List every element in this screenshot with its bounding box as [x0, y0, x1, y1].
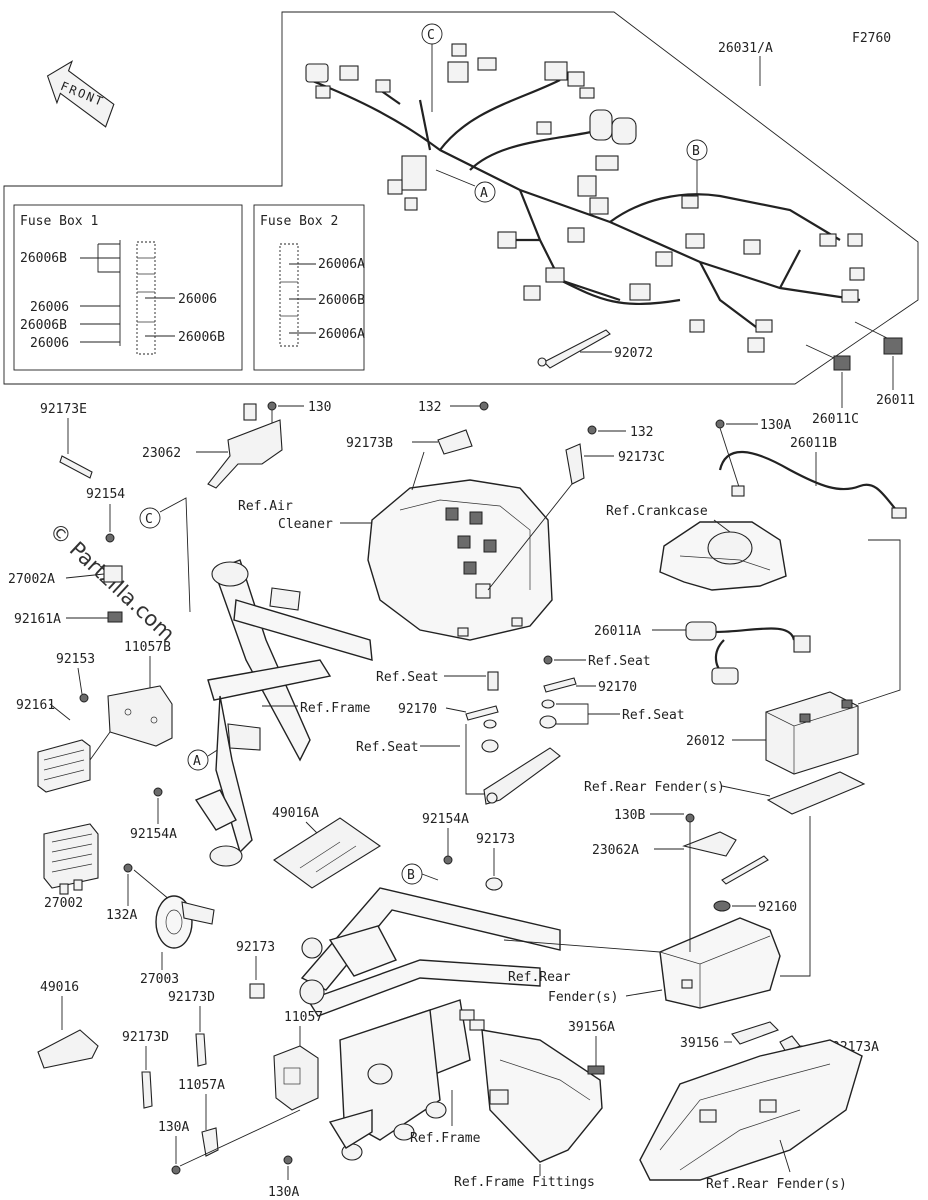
callout-a-top: A [435, 169, 496, 203]
main-wiring-harness [305, 43, 865, 353]
label-132-b: 132 [630, 425, 653, 440]
battery-26012 [765, 691, 859, 775]
label-11057A: 11057A [178, 1078, 225, 1093]
label-92161: 92161 [16, 698, 55, 713]
fuse2-label-26006B: 26006B [318, 293, 365, 308]
label-92154A-left: 92154A [130, 827, 177, 842]
label-39156A: 39156A [568, 1020, 615, 1035]
label-92173D-a: 92173D [168, 990, 215, 1005]
label-92173C: 92173C [618, 450, 665, 465]
label-11057B: 11057B [124, 640, 171, 655]
svg-text:B: B [407, 868, 415, 883]
label-26011B: 26011B [790, 436, 837, 451]
label-ref-seat-1: Ref.Seat [376, 670, 439, 685]
label-49016A: 49016A [272, 806, 319, 821]
fuse-box-2: Fuse Box 2 26006A 26006B 26006A [253, 204, 365, 371]
label-ref-rear-fender-1: Ref.Rear Fender(s) [584, 780, 725, 795]
label-23062: 23062 [142, 446, 181, 461]
rear-fender-ref [639, 1039, 863, 1181]
label-27002A: 27002A [8, 572, 55, 587]
label-ref-seat-4: Ref.Seat [356, 740, 419, 755]
regulator-27002 [43, 823, 99, 895]
label-132-a: 132 [418, 400, 441, 415]
air-cleaner-housing [367, 479, 553, 641]
label-ref-rear-fender-2a: Ref.Rear [508, 970, 571, 985]
fuse2-label-26006A-a: 26006A [318, 257, 365, 272]
fuse1-label-26006B-b: 26006B [20, 318, 67, 333]
label-92072: 92072 [614, 346, 653, 361]
label-130: 130 [308, 400, 331, 415]
label-92173E: 92173E [40, 402, 87, 417]
crankcase-ref [659, 521, 787, 591]
label-26012: 26012 [686, 734, 725, 749]
fuse1-label-26006-b: 26006 [30, 336, 69, 351]
label-132A: 132A [106, 908, 137, 923]
svg-text:A: A [480, 186, 488, 201]
label-26011A: 26011A [594, 624, 641, 639]
label-92154: 92154 [86, 487, 125, 502]
callout-b-mid: B [401, 863, 439, 885]
label-92173-mid: 92173 [476, 832, 515, 847]
label-92173B: 92173B [346, 436, 393, 451]
label-ref-crankcase: Ref.Crankcase [606, 504, 708, 519]
label-92173D-b: 92173D [122, 1030, 169, 1045]
label-ref-seat-2: Ref.Seat [588, 654, 651, 669]
label-26031A: 26031/A [718, 41, 773, 56]
label-130A-top: 130A [760, 418, 791, 433]
fuse2-label-26006A-b: 26006A [318, 327, 365, 342]
label-26011C: 26011C [812, 412, 859, 427]
horn-27003 [155, 895, 215, 949]
fuse-box-1-title: Fuse Box 1 [20, 214, 98, 229]
label-ref-frame-bottom: Ref.Frame [410, 1131, 481, 1146]
label-26011: 26011 [876, 393, 915, 408]
label-11057: 11057 [284, 1010, 323, 1025]
label-92170-right: 92170 [598, 680, 637, 695]
svg-text:C: C [427, 28, 435, 43]
svg-text:A: A [193, 754, 201, 769]
label-23062A: 23062A [592, 843, 639, 858]
callout-b-top: B [686, 139, 708, 196]
label-92154A-mid: 92154A [422, 812, 469, 827]
fuse1-label-26006B-a: 26006B [20, 251, 67, 266]
svg-text:B: B [692, 144, 700, 159]
fuse-box-2-title: Fuse Box 2 [260, 214, 338, 229]
fuse1-label-26006-right: 26006 [178, 292, 217, 307]
side-cover-frame-fittings [481, 1029, 603, 1163]
label-cleaner: Cleaner [278, 517, 333, 532]
label-ref-rear-fender-3: Ref.Rear Fender(s) [706, 1177, 847, 1192]
label-92153: 92153 [56, 652, 95, 667]
figure-code: F2760 [852, 31, 891, 46]
callout-c-left: C [139, 497, 191, 613]
front-arrow-icon: FRONT [46, 60, 115, 128]
label-ref-frame-fittings: Ref.Frame Fittings [454, 1175, 595, 1190]
label-39156: 39156 [680, 1036, 719, 1051]
label-ref-rear-fender-2b: Fender(s) [548, 990, 618, 1005]
label-92161A: 92161A [14, 612, 61, 627]
frame-front [194, 559, 373, 867]
label-27003: 27003 [140, 972, 179, 987]
fuse-box-1: Fuse Box 1 26006B 26006 26006B 26006 260… [13, 204, 243, 371]
label-ref-seat-3: Ref.Seat [622, 708, 685, 723]
label-92170-left: 92170 [398, 702, 437, 717]
svg-text:C: C [145, 512, 153, 527]
label-92173-left: 92173 [236, 940, 275, 955]
label-ref-frame-mid: Ref.Frame [300, 701, 371, 716]
harness-group-outline [3, 11, 919, 385]
label-27002: 27002 [44, 896, 83, 911]
label-130A-bottom: 130A [268, 1185, 299, 1200]
callout-c-top: C [421, 23, 443, 112]
fuse1-label-26006-a: 26006 [30, 300, 69, 315]
label-130B: 130B [614, 808, 645, 823]
label-92160: 92160 [758, 900, 797, 915]
frame-rear [299, 887, 561, 1161]
label-49016: 49016 [40, 980, 79, 995]
fuse1-label-26006B-right: 26006B [178, 330, 225, 345]
label-130A-left: 130A [158, 1120, 189, 1135]
label-ref-air: Ref.Air [238, 499, 293, 514]
battery-case [659, 917, 781, 1009]
